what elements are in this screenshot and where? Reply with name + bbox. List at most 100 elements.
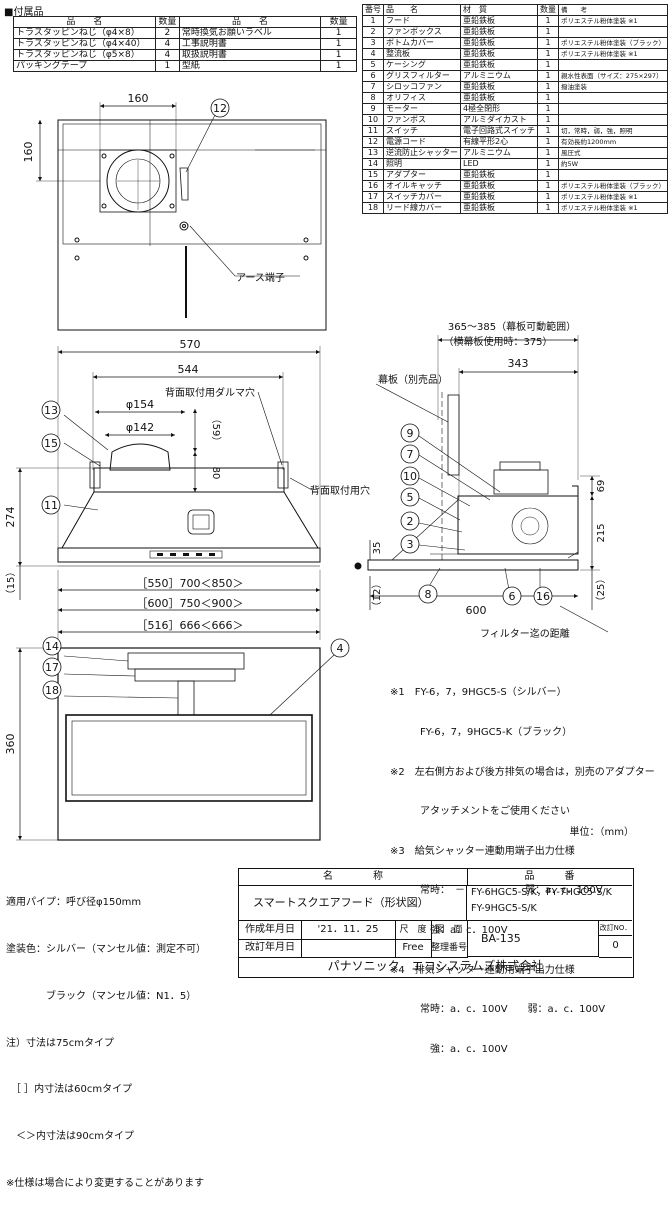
dim-360: 360 (4, 734, 17, 755)
drawing-number: BA-135 (467, 921, 599, 957)
scale-label: 尺 度 (395, 921, 432, 940)
hood-bottom-side (367, 559, 579, 571)
note-line: ※1 FY-6，7，9HGC5-S（シルバー） (390, 687, 567, 699)
note-line: ※3 給気シャッター連動用端子出力仕様 (390, 845, 575, 857)
drawing-name: スマートスクエアフード（形状図） (239, 885, 467, 921)
dim-80: 80 (210, 467, 221, 480)
drawing-canvas: 12 13 15 11 14 17 18 4 9 7 10 5 2 3 8 6 … (4, 92, 634, 841)
cell: ポリエステル粉体塗装 ※1 (558, 202, 668, 214)
duct-circle (106, 149, 170, 213)
dim-274: 274 (4, 507, 17, 528)
balloon-label: 3 (407, 538, 414, 551)
balloon-label: 14 (45, 640, 59, 653)
cell: 1 (320, 60, 357, 72)
note-line: 注）寸法は75cmタイプ (6, 1037, 114, 1049)
drawing-number-label-2: 整理番号 (431, 943, 468, 953)
balloon-label: 13 (44, 404, 58, 417)
revised-date (301, 939, 396, 958)
back-hole-label: 背面取付用ダルマ穴 (165, 386, 255, 399)
earth-terminal-label: アース端子 (236, 271, 285, 284)
dim-width-2: ［600］750＜900＞ (137, 597, 244, 610)
name-header: 名 称 (239, 869, 468, 886)
hood-body (61, 491, 319, 549)
balloon-label: 5 (407, 491, 414, 504)
dim-35: 35 (372, 542, 383, 555)
balloons: 12 13 15 11 14 17 18 4 9 7 10 5 2 3 8 6 … (41, 98, 553, 700)
earth-terminal (179, 221, 189, 231)
cell: ポリエステル粉体塗装 ※1 (558, 48, 668, 60)
dim-59: （59） (210, 414, 222, 447)
dim-width-3: ［516］666＜666＞ (137, 619, 244, 632)
dim-phi142: φ142 (126, 421, 154, 434)
dim-15: （15） (5, 567, 17, 600)
drawing-number-label: 図 面 (435, 925, 463, 935)
product-number-2: FY-9HGC5-S/K (471, 903, 537, 914)
fan-box-side (457, 495, 579, 555)
front-view (16, 346, 321, 640)
note-line: FY-6，7，9HGC5-K（ブラック） (390, 727, 573, 739)
cell: 1 (537, 202, 559, 214)
top-view-inner (62, 123, 322, 245)
note-line: アタッチメントをご使用ください (390, 806, 570, 818)
rectifier-panel (65, 714, 313, 802)
unit-label: 単位：（mm） (570, 825, 634, 838)
hood-front-panel (57, 547, 321, 563)
cell: 型紙 (178, 60, 322, 72)
balloon-label: 10 (403, 470, 417, 483)
note-line: 常時：a．c．100V 弱：a．c．100V (390, 1004, 606, 1016)
dim-215: 215 (596, 523, 607, 542)
note-line: ＜＞内寸法は90cmタイプ (6, 1131, 134, 1143)
range-label-1: 365～385（幕板可動範囲） (448, 320, 576, 333)
bottom-view (16, 647, 335, 841)
note-line: ［ ］内寸法は60cmタイプ (6, 1084, 133, 1096)
dim-12: （12） (371, 579, 383, 612)
dim-160-v: 160 (22, 142, 35, 163)
balloon-label: 9 (407, 427, 414, 440)
note-line: 常時： － 弱：a．c．100V (390, 885, 603, 897)
dim-25: （25） (595, 574, 607, 607)
note-line: ブラック（マンセル値：N1．5） (6, 990, 197, 1002)
balloon-label: 17 (45, 661, 59, 674)
dim-570: 570 (180, 338, 201, 351)
top-view-outline (57, 119, 327, 331)
balloon-label: 11 (44, 499, 58, 512)
note-line: ※2 左右側方および後方排気の場合は，別売のアダプター (390, 766, 655, 778)
dim-phi154: φ154 (126, 398, 154, 411)
balloon-label: 6 (509, 590, 516, 603)
revised-label: 改訂年月日 (239, 939, 302, 958)
note-line: 強：a．c．100V (390, 1043, 508, 1055)
accessories-title: ■付属品 (4, 7, 44, 18)
dim-343: 343 (508, 357, 529, 370)
title-block: 名 称 品 番 スマートスクエアフード（形状図） FY-6HGC5-S/K，FY… (238, 868, 634, 978)
switch-panel (149, 550, 223, 559)
note-line: ※仕様は場合により変更することがあります (6, 1177, 205, 1189)
note-line: 適用パイプ：呼び径φ150mm (6, 897, 142, 909)
company-name: パナソニック エコシステムズ株式会社 (327, 959, 544, 973)
product-number-1: FY-6HGC5-S/K，FY-7HGC5-S/K (471, 887, 612, 898)
top-view (36, 102, 327, 331)
balloon-label: 8 (425, 588, 432, 601)
dim-160-h: 160 (128, 92, 149, 105)
dim-width-1: ［550］700＜850＞ (137, 577, 244, 590)
balloon-label: 15 (44, 437, 58, 450)
bottom-outline (57, 647, 321, 841)
makuita-panel (447, 394, 460, 476)
note-line: ※4 排気シャッター連動用端子出力仕様 (390, 964, 575, 976)
fan-box (93, 467, 285, 493)
note-line: 塗装色：シルバー（マンセル値：測定不可） (6, 943, 206, 955)
dim-600: 600 (466, 604, 487, 617)
balloon-label: 7 (407, 448, 414, 461)
dim-69: 69 (596, 480, 607, 493)
note-line: 強：a．c．100V (390, 925, 508, 937)
balloon-label: 4 (337, 642, 344, 655)
